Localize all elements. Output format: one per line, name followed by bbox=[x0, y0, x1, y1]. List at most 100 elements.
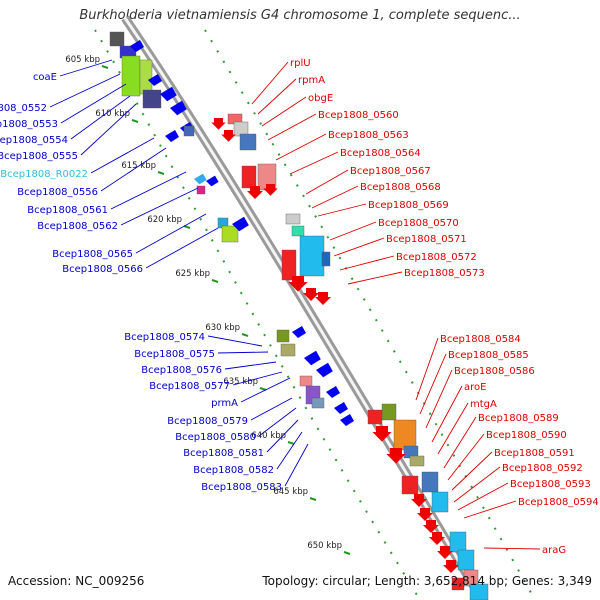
forward-gene-arrow bbox=[170, 100, 187, 116]
reverse-gene-arrow bbox=[372, 426, 392, 442]
gene-label-left[interactable]: Bcep1808_0566 bbox=[62, 264, 143, 275]
reverse-gene-arrow bbox=[247, 186, 263, 199]
gene-label-right[interactable]: Bcep1808_0571 bbox=[386, 234, 467, 245]
gene-block-cyan bbox=[457, 549, 475, 571]
gene-label-right[interactable]: Bcep1808_0585 bbox=[448, 350, 529, 361]
gene-label-left[interactable]: Bcep1808_0555 bbox=[0, 151, 78, 162]
gene-block-steel bbox=[183, 125, 195, 137]
label-leader-line bbox=[100, 147, 167, 192]
reverse-gene-arrow bbox=[315, 292, 331, 305]
label-leader-line bbox=[257, 78, 297, 115]
gene-label-right[interactable]: Bcep1808_0567 bbox=[350, 166, 431, 177]
gene-label-right[interactable]: araG bbox=[542, 545, 566, 556]
gene-label-right[interactable]: Bcep1808_0593 bbox=[510, 479, 591, 490]
gene-block-pink bbox=[299, 375, 313, 387]
label-leader-line bbox=[333, 237, 385, 257]
gene-label-right[interactable]: Bcep1808_0572 bbox=[396, 252, 477, 263]
gene-label-right[interactable]: aroE bbox=[464, 382, 486, 393]
gene-label-left[interactable]: Bcep1808_0581 bbox=[183, 448, 264, 459]
gene-label-left[interactable]: Bcep1808_0556 bbox=[17, 187, 98, 198]
gene-label-right[interactable]: Bcep1808_0563 bbox=[328, 130, 409, 141]
forward-gene-arrow bbox=[148, 74, 162, 86]
forward-gene-arrow bbox=[304, 350, 321, 366]
gene-block-red bbox=[241, 165, 257, 189]
gene-label-right[interactable]: Bcep1808_0594 bbox=[518, 497, 599, 508]
gene-label-right[interactable]: Bcep1808_0573 bbox=[404, 268, 485, 279]
gene-label-left[interactable]: Bcep1808_0579 bbox=[167, 416, 248, 427]
gene-label-left[interactable]: Bcep1808_0574 bbox=[124, 332, 205, 343]
label-leader-line bbox=[289, 151, 339, 175]
gene-label-left[interactable]: Bcep1808_0580 bbox=[175, 432, 256, 443]
kbp-tick-mark bbox=[183, 225, 191, 229]
gene-label-left[interactable]: prmA bbox=[211, 398, 238, 409]
gene-block-steel bbox=[421, 471, 439, 493]
gene-block-green bbox=[121, 55, 141, 97]
label-leader-line bbox=[110, 171, 187, 210]
gene-label-left[interactable]: Bcep1808_0576 bbox=[141, 365, 222, 376]
gene-block-navy bbox=[321, 251, 331, 267]
gene-label-right[interactable]: rplU bbox=[290, 58, 311, 69]
forward-gene-arrow bbox=[160, 86, 177, 102]
gene-label-right[interactable]: Bcep1808_0584 bbox=[440, 334, 521, 345]
label-leader-line bbox=[266, 419, 299, 453]
label-leader-line bbox=[317, 203, 367, 217]
gene-label-left[interactable]: Bcep1808_0575 bbox=[134, 349, 215, 360]
forward-gene-arrow bbox=[326, 386, 340, 398]
gene-label-right[interactable]: Bcep1808_0564 bbox=[340, 148, 421, 159]
gene-label-right[interactable]: mtgA bbox=[470, 399, 497, 410]
gene-label-right[interactable]: Bcep1808_0560 bbox=[318, 110, 399, 121]
gene-label-left[interactable]: Bcep1808_R0022 bbox=[0, 169, 88, 180]
gene-label-right[interactable]: Bcep1808_0590 bbox=[486, 430, 567, 441]
gene-label-right[interactable]: Bcep1808_0569 bbox=[368, 200, 449, 211]
label-leader-line bbox=[451, 451, 493, 491]
label-leader-line bbox=[419, 353, 447, 415]
gene-label-left[interactable]: Bcep1808_0562 bbox=[37, 221, 118, 232]
label-leader-line bbox=[120, 187, 199, 226]
forward-gene-arrow bbox=[316, 362, 333, 378]
gene-block-khaki bbox=[280, 343, 296, 357]
label-leader-line bbox=[457, 482, 509, 511]
label-leader-line bbox=[60, 83, 127, 124]
gene-label-right[interactable]: Bcep1808_0589 bbox=[478, 413, 559, 424]
gene-label-left[interactable]: Bcep1808_0553 bbox=[0, 119, 58, 130]
gene-block-mint bbox=[291, 225, 305, 237]
label-leader-line bbox=[275, 133, 327, 161]
gene-label-right[interactable]: Bcep1808_0568 bbox=[360, 182, 441, 193]
kbp-tick-mark bbox=[259, 387, 267, 391]
gene-label-left[interactable]: Bcep1808_0577 bbox=[149, 381, 230, 392]
gene-label-right[interactable]: Bcep1808_0592 bbox=[502, 463, 583, 474]
gene-label-left[interactable]: Bcep1808_0554 bbox=[0, 135, 68, 146]
gene-label-left[interactable]: Bcep1808_0583 bbox=[201, 482, 282, 493]
gene-label-right[interactable]: Bcep1808_0586 bbox=[454, 366, 535, 377]
gene-block-silver bbox=[285, 213, 301, 225]
label-leader-line bbox=[90, 137, 155, 174]
kbp-tick-label: 650 kbp bbox=[307, 541, 342, 551]
gene-label-right[interactable]: Bcep1808_0570 bbox=[378, 218, 459, 229]
gene-label-left[interactable]: Bcep1808_0561 bbox=[27, 205, 108, 216]
reverse-gene-arrow bbox=[263, 184, 278, 196]
kbp-tick-label: 630 kbp bbox=[205, 323, 240, 333]
gene-label-right[interactable]: rpmA bbox=[298, 75, 325, 86]
gene-label-left[interactable]: Bcep1808_0552 bbox=[0, 103, 47, 114]
gene-label-left[interactable]: Bcep1808_0582 bbox=[193, 465, 274, 476]
kbp-tick-label: 620 kbp bbox=[147, 215, 182, 225]
gene-label-left[interactable]: Bcep1808_0565 bbox=[52, 249, 133, 260]
gene-label-right[interactable]: obgE bbox=[308, 93, 333, 104]
gene-block-orange bbox=[393, 419, 417, 451]
accession-text: Accession: NC_009256 bbox=[8, 574, 145, 588]
kbp-tick-mark bbox=[211, 279, 219, 283]
gene-block-red bbox=[367, 409, 383, 425]
gene-label-right[interactable]: Bcep1808_0591 bbox=[494, 448, 575, 459]
gene-label-left[interactable]: coaE bbox=[33, 72, 57, 83]
kbp-tick-label: 625 kbp bbox=[175, 269, 210, 279]
gene-block-cyan bbox=[299, 235, 325, 277]
gene-block-lightgreen bbox=[139, 59, 153, 95]
label-leader-line bbox=[453, 466, 501, 503]
label-leader-line bbox=[267, 113, 317, 141]
label-leader-line bbox=[276, 431, 303, 470]
label-leader-line bbox=[431, 385, 463, 443]
label-leader-line bbox=[415, 337, 439, 401]
forward-gene-arrow bbox=[232, 216, 249, 232]
reverse-gene-arrow bbox=[417, 508, 433, 521]
